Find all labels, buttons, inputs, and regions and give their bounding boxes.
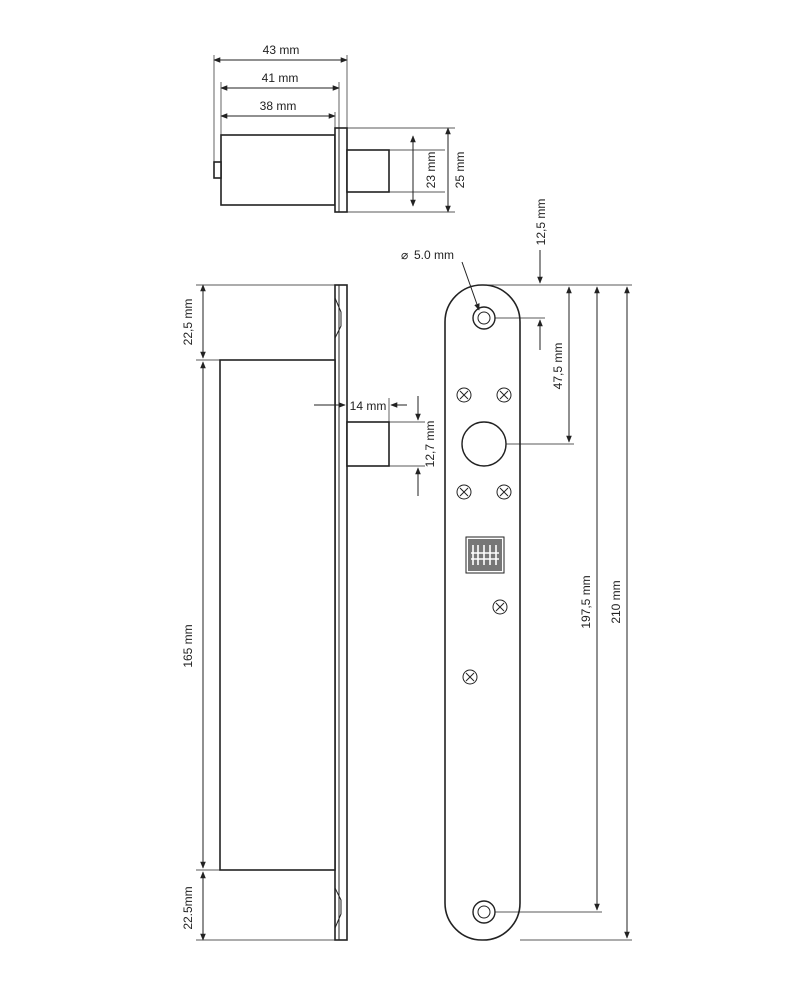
front-view: 5.0 mm ⌀ 12,5 mm 47,5 mm 197,5 mm 210 mm: [401, 199, 632, 941]
logo-icon: [465, 536, 505, 574]
dim-diameter-label: 5.0 mm: [414, 248, 454, 262]
diameter-symbol: ⌀: [401, 248, 408, 262]
dim-12-5mm: 12,5 mm: [534, 199, 548, 246]
dim-38mm: 38 mm: [260, 99, 297, 113]
dim-25mm: 25 mm: [453, 152, 467, 189]
side-view-bolt: [346, 421, 390, 467]
top-view-bolt: [346, 149, 390, 193]
top-view-stub: [213, 161, 222, 179]
side-view: 22,5 mm 165 mm 22.5mm 14 mm 12,7 mm: [181, 284, 437, 941]
screw-icon: [496, 387, 512, 403]
side-view-faceplate: [334, 284, 348, 941]
screw-icon: [456, 387, 472, 403]
dim-14mm: 14 mm: [350, 399, 387, 413]
top-view-flange: [334, 127, 348, 213]
dim-23mm: 23 mm: [424, 152, 438, 189]
dim-47-5mm: 47,5 mm: [551, 343, 565, 390]
screw-icon: [496, 484, 512, 500]
side-view-body: [219, 359, 336, 871]
dim-22-5mm-bottom: 22.5mm: [181, 886, 195, 929]
dim-43mm: 43 mm: [263, 43, 300, 57]
dim-197-5mm: 197,5 mm: [579, 575, 593, 628]
screw-icon: [456, 484, 472, 500]
dim-22-5mm-top: 22,5 mm: [181, 299, 195, 346]
screw-icon: [462, 669, 478, 685]
top-view-body: [220, 134, 336, 206]
dim-12-7mm: 12,7 mm: [423, 421, 437, 468]
screw-icon: [492, 599, 508, 615]
top-view: 43 mm 41 mm 38 mm 23 mm 25 mm: [213, 43, 467, 213]
dim-210mm: 210 mm: [609, 580, 623, 623]
front-view-plate: [444, 284, 521, 941]
dim-165mm: 165 mm: [181, 624, 195, 667]
dim-41mm: 41 mm: [262, 71, 299, 85]
